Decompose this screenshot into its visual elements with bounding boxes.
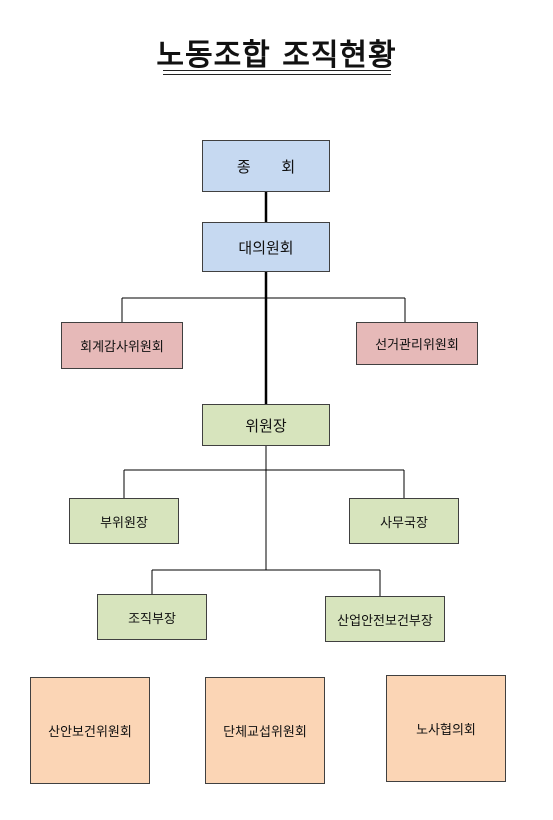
label-safety-health-head: 산업안전보건부장 xyxy=(337,613,433,629)
label-general-assembly: 종 회 xyxy=(236,157,296,176)
label-delegates-council: 대의원회 xyxy=(238,238,294,257)
title-underline-top xyxy=(163,70,391,71)
box-bargaining-committee: 단체교섭위원회 xyxy=(205,677,325,784)
label-safety-health-committee: 산안보건위원회 xyxy=(48,725,132,740)
label-audit-committee: 회계감사위원회 xyxy=(80,340,164,355)
box-organization-head: 조직부장 xyxy=(97,594,207,640)
box-chairman: 위원장 xyxy=(202,404,330,446)
box-delegates-council: 대의원회 xyxy=(202,222,330,272)
label-vice-chairman: 부위원장 xyxy=(100,515,148,531)
label-organization-head: 조직부장 xyxy=(128,611,176,627)
label-bargaining-committee: 단체교섭위원회 xyxy=(223,725,307,740)
title-underline-bottom xyxy=(163,74,391,75)
label-election-committee: 선거관리위원회 xyxy=(375,338,459,353)
box-safety-health-committee: 산안보건위원회 xyxy=(30,677,150,784)
box-labor-management-council: 노사협의회 xyxy=(386,675,506,782)
box-vice-chairman: 부위원장 xyxy=(69,498,179,544)
box-general-assembly: 종 회 xyxy=(202,140,330,192)
label-labor-management-council: 노사협의회 xyxy=(416,723,476,738)
label-secretary-general: 사무국장 xyxy=(380,515,428,531)
box-audit-committee: 회계감사위원회 xyxy=(61,322,183,369)
box-election-committee: 선거관리위원회 xyxy=(356,322,478,365)
label-chairman: 위원장 xyxy=(245,416,287,435)
box-safety-health-head: 산업안전보건부장 xyxy=(325,596,445,642)
box-secretary-general: 사무국장 xyxy=(349,498,459,544)
page-title: 노동조합 조직현황 xyxy=(156,38,397,73)
